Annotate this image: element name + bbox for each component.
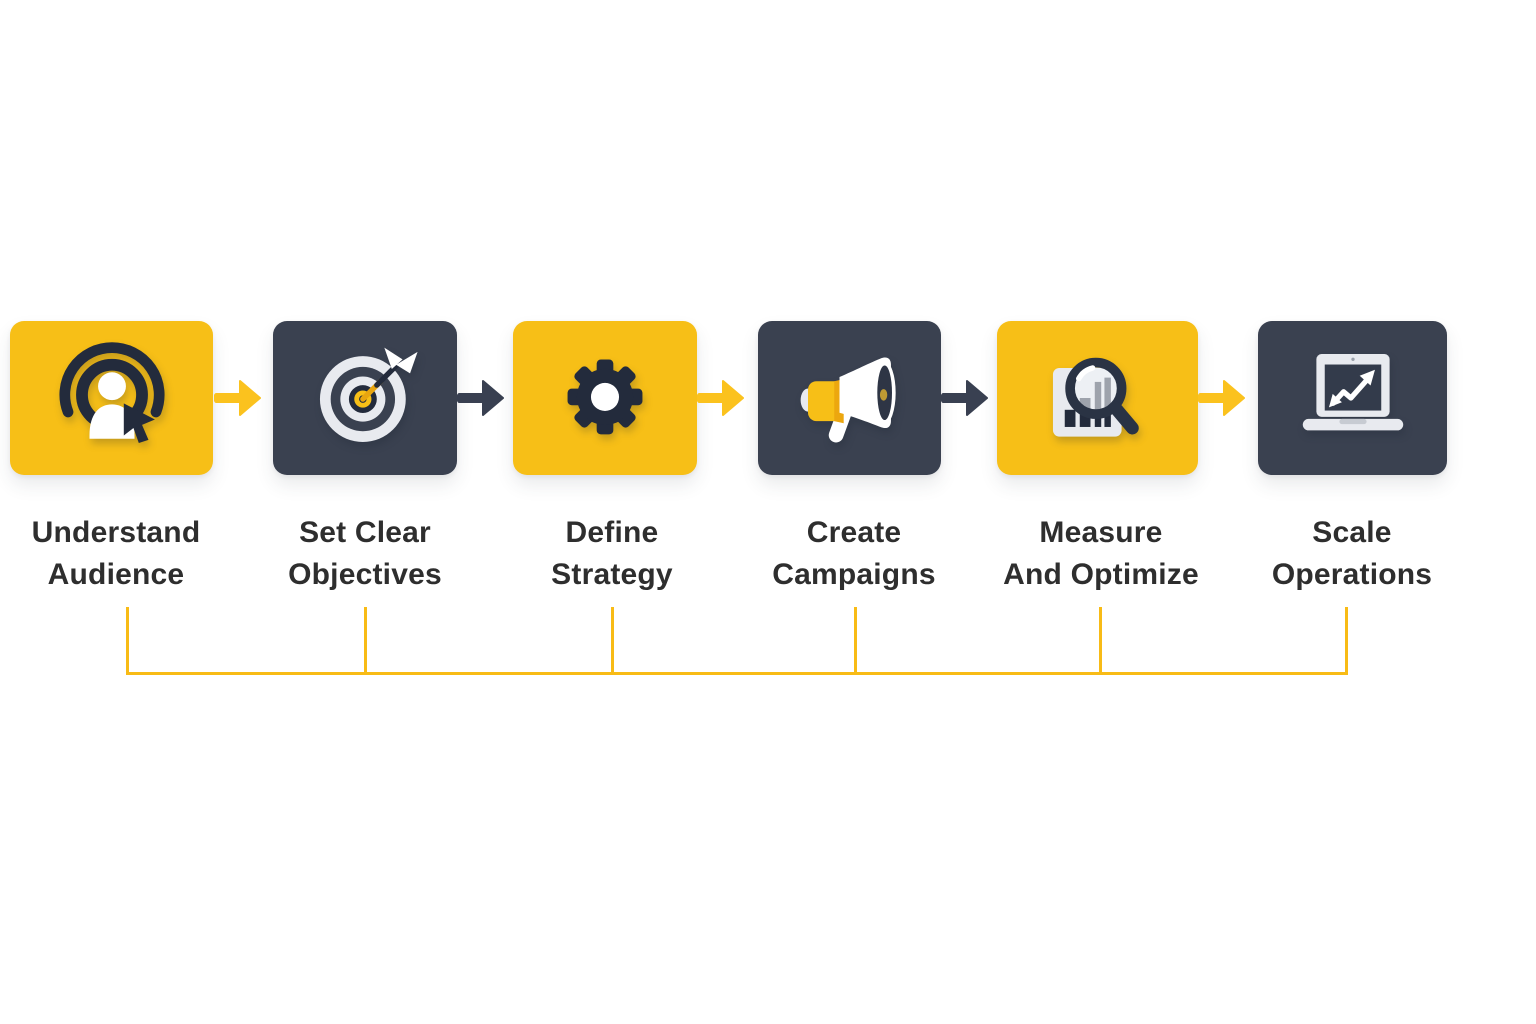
target-icon [319,347,418,442]
step-box-set-clear-objectives [273,321,457,475]
step-label-define-strategy: Define Strategy [472,512,752,596]
bracket-vertical-line [1099,607,1102,675]
audience-icon [58,342,165,444]
step-label-line2: Objectives [288,558,442,591]
step-box-measure-and-optimize [997,321,1198,475]
step-label-line1: Define [565,516,659,549]
arrow-right-icon [941,380,988,416]
arrow-right-icon [214,380,261,416]
gear-icon [567,359,643,435]
step-label-set-clear-objectives: Set Clear Objectives [225,512,505,596]
step-label-line1: Measure [1039,516,1163,549]
step-label-line2: Campaigns [772,558,936,591]
megaphone-icon [800,357,896,443]
bracket-vertical-line [364,607,367,675]
step-label-line2: Audience [47,558,185,591]
step-box-define-strategy [513,321,697,475]
arrow-right-icon [1198,380,1245,416]
bracket-vertical-line [1345,607,1348,675]
bracket-vertical-line [611,607,614,675]
step-label-line2: And Optimize [1003,558,1199,591]
step-box-scale-operations [1258,321,1447,475]
step-label-line1: Scale [1312,516,1392,549]
bracket-vertical-line [854,607,857,675]
arrow-right-icon [457,380,504,416]
bracket-vertical-line [126,607,129,675]
step-label-line1: Create [806,516,902,549]
step-box-create-campaigns [758,321,941,475]
step-label-scale-operations: Scale Operations [1212,512,1492,596]
step-label-measure-and-optimize: Measure And Optimize [961,512,1241,596]
step-label-line1: Set Clear [299,516,431,549]
laptop-growth-icon [1302,354,1403,431]
step-label-create-campaigns: Create Campaigns [714,512,994,596]
step-label-understand-audience: Understand Audience [0,512,256,596]
analytics-icon [1052,357,1139,437]
step-label-line2: Strategy [551,558,673,591]
arrow-right-icon [697,380,744,416]
step-label-line1: Understand [31,516,201,549]
bracket-horizontal-line [126,672,1348,675]
step-box-understand-audience [10,321,213,475]
step-label-line2: Operations [1271,558,1433,591]
